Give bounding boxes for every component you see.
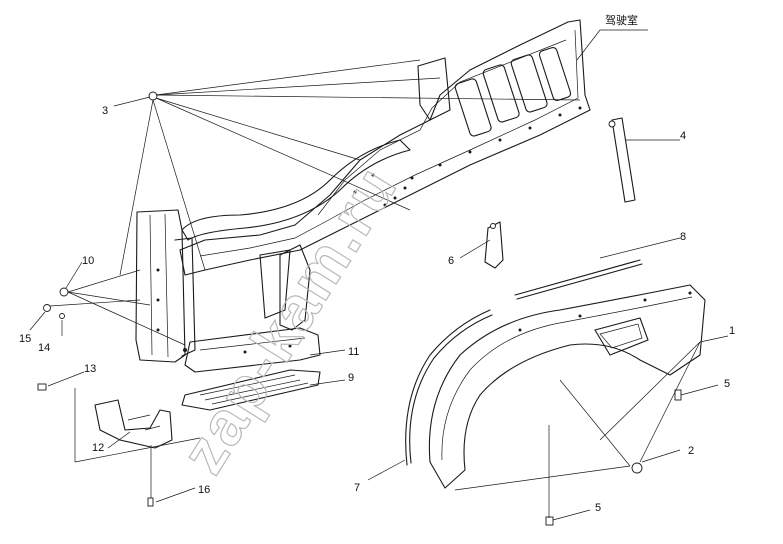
callout-4: 4: [680, 130, 686, 142]
callout-14: 14: [38, 342, 50, 354]
callout-11: 11: [348, 346, 359, 358]
leader-lines: [29, 59, 729, 521]
bolt-10: [59, 287, 69, 297]
washer-14: [59, 313, 65, 319]
callout-5-lower: 5: [595, 502, 601, 514]
small-bracket-6: [484, 221, 504, 269]
callout-10: 10: [82, 255, 94, 267]
callout-3: 3: [102, 105, 108, 117]
door-pillar: [135, 209, 196, 363]
callout-5-upper: 5: [724, 378, 730, 390]
callout-6: 6: [448, 255, 454, 267]
callout-7: 7: [354, 482, 360, 494]
fasteners: [37, 91, 682, 526]
bolt-13: [37, 383, 47, 391]
bolt-5-upper: [674, 389, 682, 401]
fender-edge-strip-7: [405, 309, 493, 466]
bolt-5-lower: [545, 516, 554, 526]
seal-strip-8: [514, 259, 643, 300]
step-bracket-11: [184, 327, 321, 373]
frame-rivets: [353, 106, 582, 207]
cab-side-frame: [179, 19, 591, 276]
front-fender-1: [428, 284, 706, 489]
callout-9: 9: [348, 372, 354, 384]
callout-8: 8: [680, 231, 686, 243]
cab-label-group: 驾驶室: [576, 13, 648, 61]
cab-label-leader: [576, 29, 601, 61]
watermark-text: zap-kam.ru: [168, 154, 411, 485]
callout-labels: 1 2 3 4 5 5 6 7 8 9 10 11 12 13 14 15 16: [19, 105, 735, 514]
callout-2: 2: [688, 445, 694, 457]
mount-bracket-12: [94, 399, 173, 449]
fender-support-arch: [181, 139, 411, 331]
step-plate-9: [181, 369, 321, 411]
callout-16: 16: [198, 484, 210, 496]
callout-12: 12: [92, 442, 104, 454]
nut-15: [43, 304, 51, 312]
callout-13: 13: [84, 363, 96, 375]
callout-1: 1: [729, 325, 735, 337]
clip-2: [631, 462, 643, 474]
small-bracket-4: [608, 117, 636, 203]
cab-label: 驾驶室: [605, 13, 638, 27]
nut-3: [148, 91, 158, 101]
bolt-16: [147, 497, 154, 507]
callout-15: 15: [19, 333, 31, 345]
